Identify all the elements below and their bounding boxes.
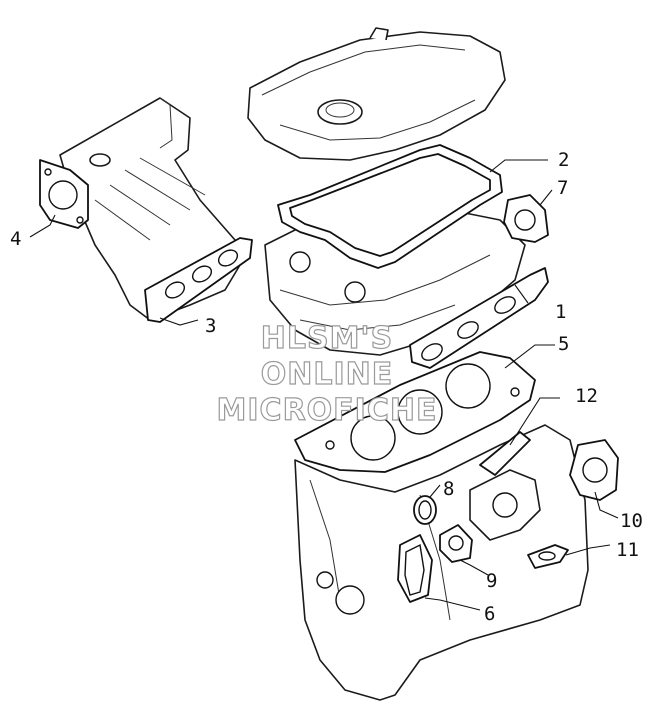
callout-9: 9 [486, 570, 497, 592]
callout-11: 11 [616, 539, 639, 561]
cylinder-block [294, 424, 589, 701]
callout-2: 2 [558, 149, 569, 171]
callout-6: 6 [484, 603, 495, 625]
leader-lines [29, 159, 619, 611]
valve-cover-gasket [277, 144, 503, 269]
outlet-gasket [527, 544, 569, 569]
watermark: HLSM'S ONLINE MICROFICHE [216, 320, 438, 428]
o-ring-gasket [413, 495, 437, 525]
callout-7: 7 [557, 177, 568, 199]
throttle-body-gasket [39, 159, 89, 229]
oil-seal-gasket [397, 534, 433, 603]
head-gasket [294, 351, 536, 473]
exhaust-manifold-gasket [409, 267, 549, 369]
callout-12: 12 [575, 385, 598, 407]
egr-gasket [479, 431, 531, 476]
callout-1: 1 [555, 301, 566, 323]
thermostat-gasket [439, 524, 473, 563]
exhaust-flange-gasket [503, 194, 549, 243]
watermark-line-2: ONLINE [261, 357, 394, 392]
watermark-line-3: MICROFICHE [217, 393, 438, 428]
callout-labels: 1 2 3 4 5 6 7 8 9 10 11 12 [10, 149, 643, 625]
water-pump-gasket [569, 439, 619, 501]
intake-manifold-gasket [144, 237, 253, 323]
valve-cover [247, 27, 506, 161]
callout-4: 4 [10, 228, 21, 250]
callout-5: 5 [558, 333, 569, 355]
callout-10: 10 [620, 510, 643, 532]
watermark-line-1: HLSM'S [261, 321, 393, 356]
callout-3: 3 [205, 315, 216, 337]
callout-8: 8 [443, 478, 454, 500]
